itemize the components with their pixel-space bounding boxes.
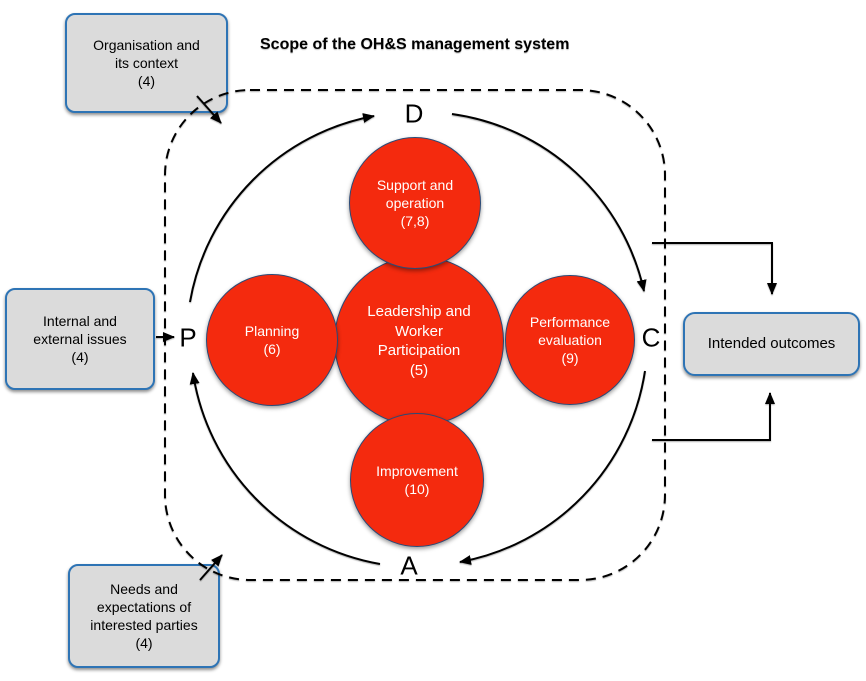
pdca-letter-c: C [641,322,661,353]
improvement-label: Improvement(10) [376,462,458,497]
pdca-letter-d: D [404,98,424,129]
diagram-title: Scope of the OH&S management system [260,36,570,53]
arrow-top-to-intended-outcomes [652,242,777,295]
arrow-bottom-to-intended-outcomes [652,392,775,441]
intended-outcomes-label: Intended outcomes [707,335,836,353]
intended-outcomes-box: Intended outcomes [683,312,860,376]
pdca-letter-p: P [179,322,197,353]
improvement-circle: Improvement(10) [350,413,484,547]
pdca-letter-a: A [400,550,418,581]
planning-circle: Planning(6) [206,274,338,406]
planning-label: Planning(6) [244,322,300,357]
